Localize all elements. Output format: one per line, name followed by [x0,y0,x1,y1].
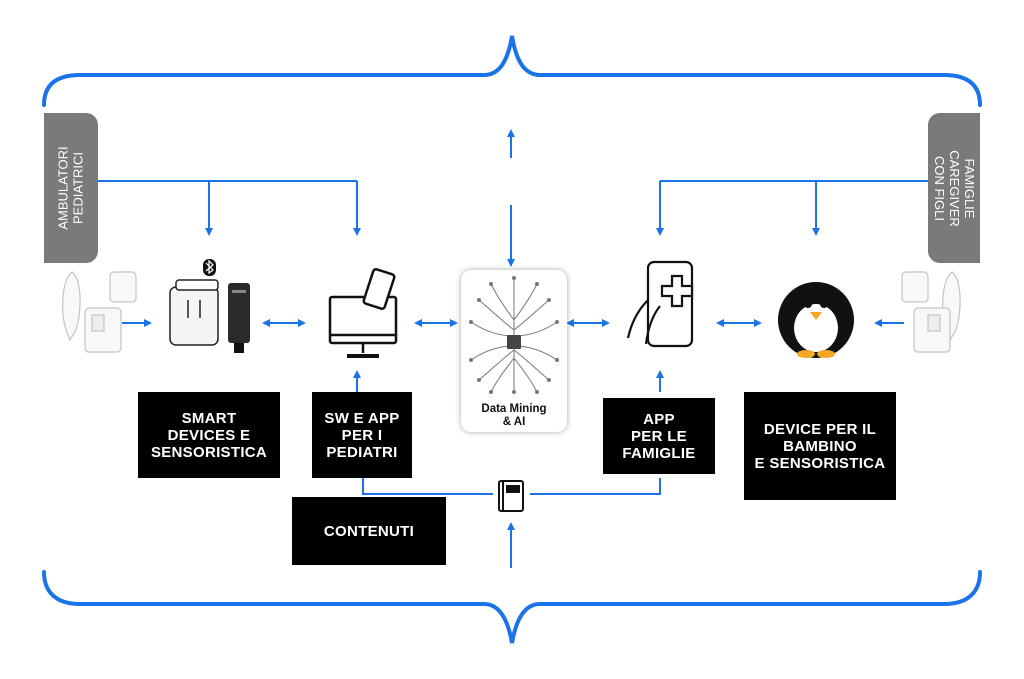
smart-plug-icon [169,279,219,346]
app-famiglie-box: APP PER LE FAMIGLIE [603,398,715,474]
computer-monitor-icon [328,295,398,358]
sw-app-box: SW E APP PER I PEDIATRI [312,392,412,478]
left-side-tab: AMBULATORI PEDIATRICI [44,113,98,263]
bottom-brace [42,570,982,644]
contenuti-label: CONTENUTI [323,522,415,540]
ai-card: Data Mining & AI [461,270,567,432]
sw-app-label: SW E APP PER I PEDIATRI [324,409,400,461]
device-bambino-box: DEVICE PER IL BAMBINO E SENSORISTICA [744,392,896,500]
device-bambino-label: DEVICE PER IL BAMBINO E SENSORISTICA [754,420,886,472]
bluetooth-icon [203,259,216,276]
right-side-tab: FAMIGLIE CAREGIVER CON FIGLI [928,113,980,263]
usb-dongle-icon [228,283,250,353]
line-app-to-book [530,478,661,495]
smart-devices-label: SMART DEVICES E SENSORISTICA [150,409,268,461]
contenuti-box: CONTENUTI [292,497,446,565]
ai-label: Data Mining & AI [481,403,547,428]
app-famiglie-label: APP PER LE FAMIGLIE [622,410,696,462]
top-brace [42,35,982,107]
neural-tree-icon [469,276,559,394]
line-sw-to-book [362,478,493,495]
medical-devices-icon [901,271,961,353]
medical-devices-icon [62,271,137,353]
smartphone-icon [362,268,396,310]
right-tab-label: FAMIGLIE CAREGIVER CON FIGLI [931,149,977,227]
smart-devices-box: SMART DEVICES E SENSORISTICA [138,392,280,478]
health-app-phone-icon [626,260,694,348]
penguin-device-icon [778,282,854,358]
left-tab-label: AMBULATORI PEDIATRICI [56,146,87,230]
book-icon [498,480,524,512]
